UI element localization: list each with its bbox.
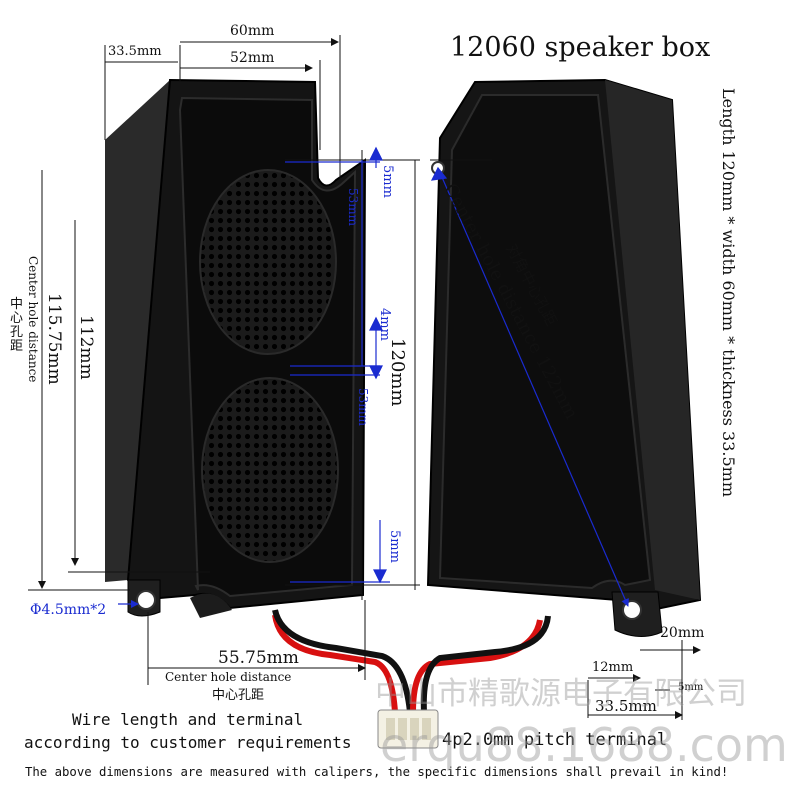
dim-112mm: 112mm <box>76 315 96 380</box>
dim-5mm-bottom: 5mm <box>387 530 402 563</box>
dim-20mm: 20mm <box>660 625 705 641</box>
terminal-note: 4p2.0mm pitch terminal <box>442 730 668 750</box>
diagram-title: 12060 speaker box <box>450 32 711 63</box>
dim-120mm: 120mm <box>387 338 408 407</box>
wire-note-line2: according to customer requirements <box>24 733 352 752</box>
hole-diameter-label: Φ4.5mm*2 <box>30 602 107 618</box>
dim-53mm-bottom: 53mm <box>356 388 370 427</box>
spec-vertical: Length 120mm * width 60mm * thickness 33… <box>719 88 738 498</box>
blue-dimension-lines <box>118 146 629 608</box>
dim-33-5mm-bottom: 33.5mm <box>595 697 657 715</box>
wire-note-line1: Wire length and terminal <box>72 710 304 729</box>
left-mount-hole <box>136 590 156 610</box>
center-hole-cn-left: 中心孔距 <box>10 297 24 354</box>
dim-5mm-top: 5mm <box>380 165 395 198</box>
center-hole-label-bottom: Center hole distance <box>165 670 292 684</box>
left-speaker <box>105 78 367 618</box>
center-hole-label-left: Center hole distance <box>26 256 40 383</box>
footer-note: The above dimensions are measured with c… <box>25 765 729 779</box>
right-speaker <box>426 78 702 637</box>
dim-4mm: 4mm <box>377 308 392 341</box>
upper-grille <box>199 169 337 355</box>
right-speaker-side <box>605 80 700 600</box>
dimension-lines <box>28 35 701 720</box>
dim-115-75mm: 115.75mm <box>44 293 64 385</box>
dim-12mm: 12mm <box>592 660 634 675</box>
watermark-company: 中山市精歌源电子有限公司 <box>375 676 747 712</box>
right-speaker-panel <box>438 94 652 590</box>
watermark-site: erqu88.1688.com <box>380 718 788 772</box>
dim-52mm: 52mm <box>230 50 275 66</box>
dim-60mm: 60mm <box>230 23 275 39</box>
lower-grille <box>201 377 339 563</box>
right-mount-hole <box>622 600 642 620</box>
dim-53mm-top: 53mm <box>346 188 360 227</box>
wire-harness <box>272 609 551 749</box>
center-hole-cn-bottom: 中心孔距 <box>212 688 265 703</box>
dim-55-75mm: 55.75mm <box>218 648 299 668</box>
left-corner-boss <box>190 593 232 618</box>
dim-33-5mm-top: 33.5mm <box>108 44 162 59</box>
dim-5mm-right: 5mm <box>678 682 704 693</box>
